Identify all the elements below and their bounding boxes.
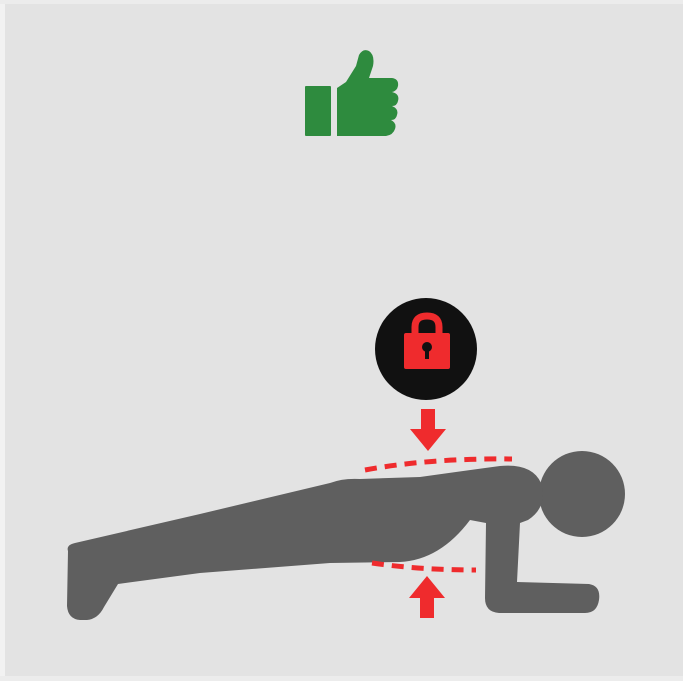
thumbs-up-icon: [305, 50, 398, 136]
up-arrow: [409, 576, 445, 618]
figure-body: [67, 466, 599, 620]
thumbs-up-cuff: [305, 86, 331, 136]
padlock-badge: [375, 298, 477, 400]
plank-pose-figure: [67, 451, 625, 620]
thumbs-up-hand: [337, 50, 398, 136]
down-arrow: [410, 409, 446, 451]
padlock-keyhole-slot: [425, 347, 429, 359]
figure-head: [539, 451, 625, 537]
bottom-dashed-guide: [372, 563, 476, 570]
